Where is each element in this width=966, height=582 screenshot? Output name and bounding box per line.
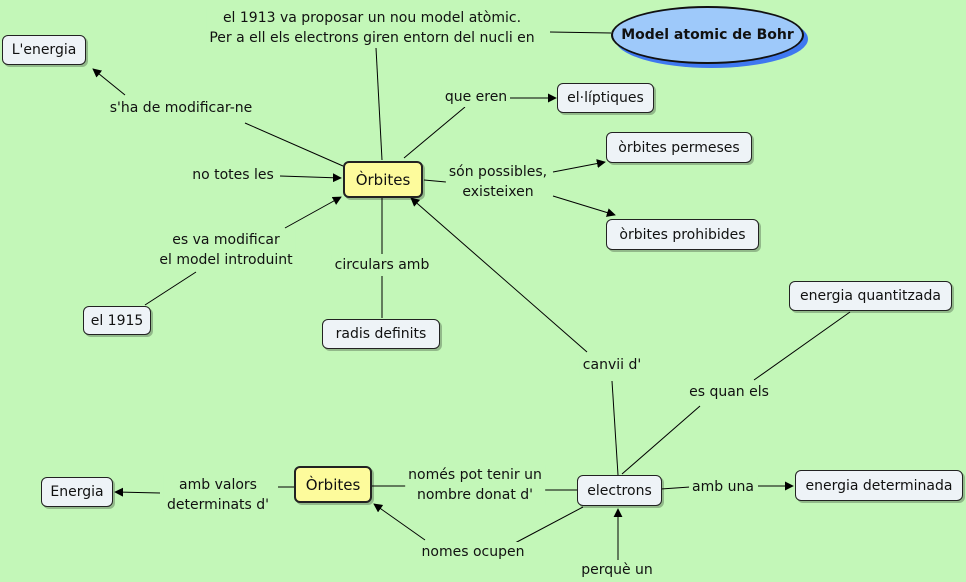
label-amb-una-text: amb una bbox=[692, 479, 754, 495]
node-orbites-bottom[interactable]: Òrbites bbox=[294, 466, 372, 503]
label-que-eren-text: que eren bbox=[444, 89, 508, 105]
label-no-totes-text: no totes les bbox=[192, 167, 274, 183]
edge-ambvalors-energia bbox=[114, 487, 161, 497]
edge-orbites-possibles bbox=[423, 179, 447, 183]
edge-modificar-energia bbox=[92, 68, 126, 96]
label-nomes-ocupen-text: nomes ocupen bbox=[421, 544, 525, 560]
label-possibles-line1: són possibles, bbox=[448, 164, 548, 180]
edge-electrons-esquan bbox=[621, 405, 701, 475]
label-amb-valors: amb valors determinats d' bbox=[163, 475, 273, 515]
label-modificar: s'ha de modificar-ne bbox=[106, 98, 256, 118]
label-circulars: circulars amb bbox=[331, 255, 433, 275]
node-energia-determinada[interactable]: energia determinada bbox=[795, 470, 963, 501]
label-amb-valors-line2: determinats d' bbox=[166, 497, 270, 513]
label-no-totes: no totes les bbox=[189, 165, 277, 185]
label-possibles-line2: existeixen bbox=[462, 184, 534, 200]
label-que-eren: que eren bbox=[441, 87, 511, 107]
label-proposar-line2: Per a ell els electrons giren entorn del… bbox=[209, 30, 535, 46]
node-electrons[interactable]: electrons bbox=[577, 475, 662, 506]
title-node[interactable]: Model atomic de Bohr bbox=[611, 6, 804, 64]
edge-electrons-canvii bbox=[611, 380, 619, 476]
node-elliptiques[interactable]: el·líptiques bbox=[557, 83, 654, 113]
label-canvii-text: canvii d' bbox=[582, 357, 642, 373]
label-proposar-line1: el 1913 va proposar un nou model atòmic. bbox=[222, 10, 522, 26]
edge-electrons-ambuna bbox=[660, 486, 691, 490]
edge-possibles-prohibides bbox=[552, 195, 616, 217]
label-va-modificar-line2: el model introduint bbox=[159, 252, 293, 268]
label-circulars-text: circulars amb bbox=[334, 257, 430, 273]
label-proposar: el 1913 va proposar un nou model atòmic.… bbox=[206, 8, 538, 48]
node-radis-definits[interactable]: radis definits bbox=[322, 319, 440, 349]
node-orbites-prohibides[interactable]: òrbites prohibides bbox=[606, 219, 759, 250]
label-nomes-pot-line2: nombre donat d' bbox=[416, 487, 534, 503]
label-es-quan: es quan els bbox=[686, 382, 772, 402]
label-nomes-pot-line1: només pot tenir un bbox=[408, 467, 542, 483]
label-amb-una: amb una bbox=[689, 477, 757, 497]
label-possibles: són possibles, existeixen bbox=[445, 162, 551, 202]
node-orbites-permeses[interactable]: òrbites permeses bbox=[606, 132, 752, 163]
node-1915[interactable]: el 1915 bbox=[83, 306, 151, 335]
label-amb-valors-line1: amb valors bbox=[179, 477, 257, 493]
edge-title-proposar bbox=[549, 31, 612, 34]
label-nomes-pot: només pot tenir un nombre donat d' bbox=[405, 465, 545, 505]
label-nomes-ocupen: nomes ocupen bbox=[418, 542, 528, 562]
node-energia-bottom[interactable]: Energia bbox=[41, 477, 113, 507]
edge-proposar-orbites bbox=[375, 47, 383, 161]
label-perque-un-text: perquè un bbox=[581, 562, 653, 578]
label-va-modificar: es va modificar el model introduint bbox=[156, 230, 296, 270]
label-es-quan-text: es quan els bbox=[689, 384, 769, 400]
edge-canvii-orbites bbox=[410, 197, 588, 353]
edge-esquan-quantitzada bbox=[753, 311, 851, 381]
label-modificar-text: s'ha de modificar-ne bbox=[109, 100, 253, 116]
edge-possibles-permeses bbox=[552, 159, 606, 173]
edge-orbites-queeren bbox=[403, 106, 466, 159]
label-perque-un: perquè un bbox=[578, 560, 656, 580]
label-va-modificar-line1: es va modificar bbox=[172, 232, 280, 248]
node-orbites-top[interactable]: Òrbites bbox=[343, 161, 423, 198]
edge-nomesocupen-orbites bbox=[373, 503, 426, 541]
edge-vamodificar-orbites bbox=[284, 196, 342, 229]
node-energia-quantitzada[interactable]: energia quantitzada bbox=[789, 281, 952, 311]
node-energia-top[interactable]: L'energia bbox=[2, 35, 86, 65]
edge-nototes-orbites bbox=[279, 173, 342, 183]
label-canvii: canvii d' bbox=[579, 355, 645, 375]
edge-electrons-nomesocupen bbox=[514, 506, 584, 544]
edge-1915-vamodificar bbox=[144, 271, 197, 306]
edge-orbites-modificar bbox=[244, 122, 344, 167]
